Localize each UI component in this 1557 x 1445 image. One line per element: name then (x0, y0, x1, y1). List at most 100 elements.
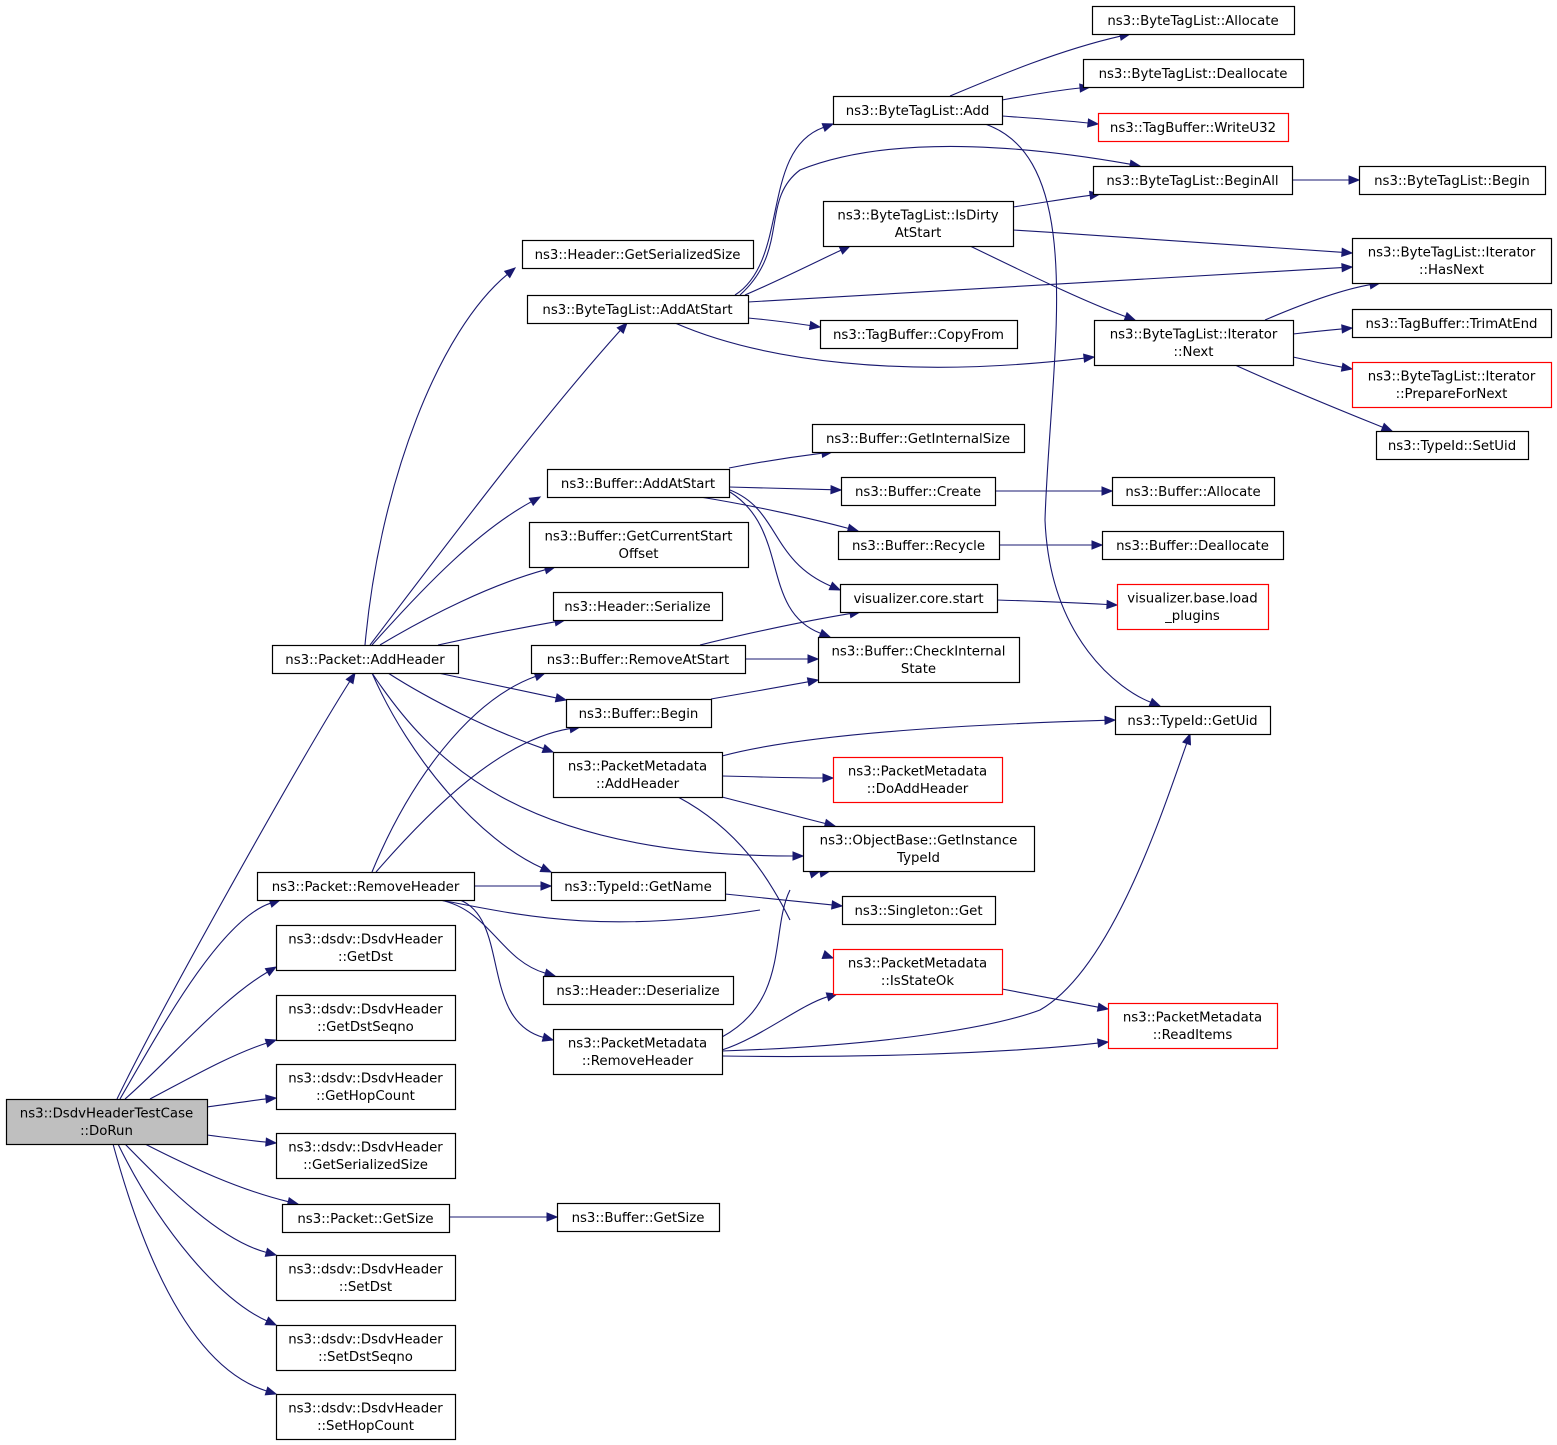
edge-dorun-to-pkt_getsize (144, 1143, 300, 1207)
node-setdstseqno[interactable]: ns3::dsdv::DsdvHeader::SetDstSeqno (275, 1324, 457, 1372)
edge-buf_removeatstart-to-buf_checkinternalstate (744, 654, 820, 664)
node-box (275, 1324, 457, 1372)
node-label: ns3::dsdv::DsdvHeader (288, 1141, 443, 1156)
edge-pkt_removeheader-to-typeid_getname (474, 881, 553, 891)
edge-line (710, 681, 809, 700)
edge-line (729, 489, 832, 587)
node-buf-getsize[interactable]: ns3::Buffer::GetSize (556, 1202, 721, 1233)
node-vis-core-start[interactable]: visualizer.core.start (839, 583, 999, 614)
node-pm-readitems[interactable]: ns3::PacketMetadata::ReadItems (1107, 1002, 1279, 1050)
node-getdst[interactable]: ns3::dsdv::DsdvHeader::GetDst (275, 924, 457, 972)
edge-arrowhead (554, 693, 568, 703)
node-dorun[interactable]: ns3::DsdvHeaderTestCase::DoRun (5, 1098, 209, 1146)
edge-btl_beginall-to-btl_begin (1292, 175, 1361, 185)
edge-line (364, 273, 508, 646)
node-btl-iter-next[interactable]: ns3::ByteTagList::Iterator::Next (1093, 319, 1295, 367)
node-pkt-getsize[interactable]: ns3::Packet::GetSize (281, 1203, 451, 1234)
edge-btl_isdirtyatstart-to-btl_beginall (1012, 190, 1102, 208)
node-box (550, 871, 727, 902)
node-buf-recycle[interactable]: ns3::Buffer::Recycle (837, 530, 1001, 561)
node-buf-getinternalsize[interactable]: ns3::Buffer::GetInternalSize (811, 423, 1026, 454)
node-box (556, 1202, 721, 1233)
node-getdstseqno[interactable]: ns3::dsdv::DsdvHeader::GetDstSeqno (275, 994, 457, 1042)
node-btl-add[interactable]: ns3::ByteTagList::Add (832, 95, 1004, 126)
node-btl-iter-hasnext[interactable]: ns3::ByteTagList::Iterator::HasNext (1351, 237, 1553, 285)
node-buf-allocate[interactable]: ns3::Buffer::Allocate (1111, 476, 1276, 507)
node-box (275, 1393, 457, 1441)
edge-arrowhead (808, 320, 822, 331)
edge-arrowhead (822, 773, 835, 783)
node-singleton-get[interactable]: ns3::Singleton::Get (841, 895, 997, 926)
edge-pkt_removeheader-to-buf_begin (375, 724, 582, 873)
node-pkt-addheader[interactable]: ns3::Packet::AddHeader (271, 644, 460, 675)
node-label: ns3::Buffer::Allocate (1125, 485, 1260, 500)
node-box (552, 751, 724, 799)
edge-arrowhead (831, 900, 844, 910)
node-pm-isstateok[interactable]: ns3::PacketMetadata::IsStateOk (832, 948, 1004, 996)
node-label: ns3::dsdv::DsdvHeader (288, 1072, 443, 1087)
edge-arrowhead (818, 628, 832, 638)
node-pkt-removeheader[interactable]: ns3::Packet::RemoveHeader (256, 871, 476, 902)
edge-btl_add-to-tb_writeu32 (1001, 115, 1100, 128)
node-hdr-deserialize[interactable]: ns3::Header::Deserialize (542, 975, 735, 1006)
node-label: ns3::dsdv::DsdvHeader (288, 933, 443, 948)
node-tb-writeu32[interactable]: ns3::TagBuffer::WriteU32 (1097, 112, 1290, 143)
node-typeid-getuid[interactable]: ns3::TypeId::GetUid (1114, 705, 1272, 736)
node-label: AtStart (895, 226, 942, 241)
node-buf-create[interactable]: ns3::Buffer::Create (840, 476, 997, 507)
node-hdr-getserializedsize[interactable]: ns3::Header::GetSerializedSize (521, 239, 755, 270)
node-buf-addatstart[interactable]: ns3::Buffer::AddAtStart (546, 468, 731, 499)
edge-pkt_getsize-to-buf_getsize (449, 1212, 559, 1222)
node-label: ns3::Buffer::GetInternalSize (826, 432, 1010, 447)
node-btl-iter-preparefornext[interactable]: ns3::ByteTagList::Iterator::PrepareForNe… (1351, 361, 1553, 409)
edge-line (969, 245, 1126, 318)
edge-arrowhead (1097, 1038, 1110, 1048)
node-gethopcount[interactable]: ns3::dsdv::DsdvHeader::GetHopCount (275, 1063, 457, 1111)
node-vis-base-load-plugins[interactable]: visualizer.base.load_plugins (1116, 583, 1270, 631)
node-buf-deallocate[interactable]: ns3::Buffer::Deallocate (1101, 530, 1285, 561)
node-btl-begin[interactable]: ns3::ByteTagList::Begin (1358, 165, 1547, 196)
node-box (275, 1254, 457, 1302)
node-tb-trimatend[interactable]: ns3::TagBuffer::TrimAtEnd (1351, 308, 1553, 339)
node-setdst[interactable]: ns3::dsdv::DsdvHeader::SetDst (275, 1254, 457, 1302)
node-pm-addheader[interactable]: ns3::PacketMetadata::AddHeader (552, 751, 724, 799)
node-btl-deallocate[interactable]: ns3::ByteTagList::Deallocate (1082, 58, 1305, 89)
edge-line (116, 681, 351, 1100)
node-pm-doaddheader[interactable]: ns3::PacketMetadata::DoAddHeader (832, 756, 1004, 804)
node-btl-allocate[interactable]: ns3::ByteTagList::Allocate (1091, 5, 1296, 36)
node-btl-beginall[interactable]: ns3::ByteTagList::BeginAll (1092, 165, 1294, 196)
node-label: ns3::Buffer::Recycle (852, 539, 985, 554)
edge-pm_removeheader-to-typeid_getuid (721, 732, 1192, 1052)
node-box (5, 1098, 209, 1146)
node-label: ns3::Packet::AddHeader (285, 653, 445, 668)
node-box (837, 530, 1001, 561)
node-buf-removeatstart[interactable]: ns3::Buffer::RemoveAtStart (530, 644, 747, 675)
edge-line (1292, 328, 1343, 335)
edge-line (117, 1143, 268, 1322)
node-tb-copyfrom[interactable]: ns3::TagBuffer::CopyFrom (819, 319, 1019, 350)
node-label: ns3::TypeId::GetUid (1127, 714, 1257, 729)
edge-dorun-to-getdstseqno (149, 1038, 278, 1100)
node-box (526, 294, 750, 325)
node-sethopcount[interactable]: ns3::dsdv::DsdvHeader::SetHopCount (275, 1393, 457, 1441)
node-btl-addatstart[interactable]: ns3::ByteTagList::AddAtStart (526, 294, 750, 325)
edge-vis_core_start-to-vis_base_load_plugins (996, 599, 1119, 610)
node-getserializedsize-dsdv[interactable]: ns3::dsdv::DsdvHeader::GetSerializedSize (275, 1132, 457, 1180)
edge-line (699, 613, 851, 646)
node-box (817, 636, 1021, 684)
node-box (841, 895, 997, 926)
node-hdr-serialize[interactable]: ns3::Header::Serialize (552, 591, 724, 622)
node-typeid-getname[interactable]: ns3::TypeId::GetName (550, 871, 727, 902)
node-label: ns3::dsdv::DsdvHeader (288, 1333, 443, 1348)
node-typeid-setuid[interactable]: ns3::TypeId::SetUid (1375, 430, 1530, 461)
edge-line (739, 145, 1131, 296)
node-label: Offset (619, 547, 659, 562)
node-pm-removeheader[interactable]: ns3::PacketMetadata::RemoveHeader (552, 1028, 724, 1076)
node-buf-begin[interactable]: ns3::Buffer::Begin (565, 698, 713, 729)
node-label: ::HasNext (1419, 263, 1484, 278)
node-box (1107, 1002, 1279, 1050)
